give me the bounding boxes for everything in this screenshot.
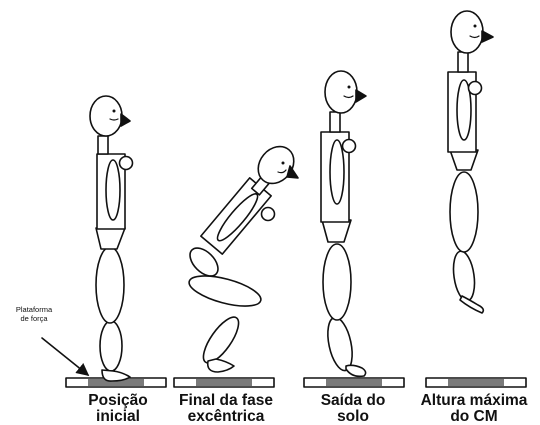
phase-label-takeoff: Saída do solo	[288, 393, 418, 425]
phase-label-initial-line-1: Posição	[88, 392, 148, 409]
force-platform-4	[425, 377, 527, 388]
force-platform-2	[173, 377, 275, 388]
phase-label-initial-line-2: inicial	[96, 408, 140, 425]
force-platform-3	[303, 377, 405, 388]
phase-label-takeoff-line-1: Saída do	[320, 392, 386, 409]
platform-label-line-1: Plataforma	[15, 305, 53, 314]
platform-label-line-2: de força	[20, 314, 48, 323]
phase-label-max-height-line-2: do CM	[450, 408, 498, 425]
phase-label-initial: Posição inicial	[53, 393, 183, 425]
phase-label-max-height: Altura máxima do CM	[409, 393, 539, 425]
platform-arrow	[41, 337, 90, 377]
platform-label: Plataforma de força	[6, 305, 62, 323]
phase-label-eccentric-end: Final da fase excêntrica	[161, 393, 291, 425]
figure-takeoff	[320, 70, 367, 378]
phase-label-max-height-line-1: Altura máxima	[420, 392, 528, 409]
figure-standing	[89, 95, 134, 382]
phase-label-eccentric-end-line-2: excêntrica	[187, 408, 265, 425]
figure-max-height	[447, 10, 494, 314]
phase-label-eccentric-end-line-1: Final da fase	[179, 392, 273, 409]
figure-squat	[188, 145, 299, 373]
phase-label-takeoff-line-2: solo	[337, 408, 369, 425]
